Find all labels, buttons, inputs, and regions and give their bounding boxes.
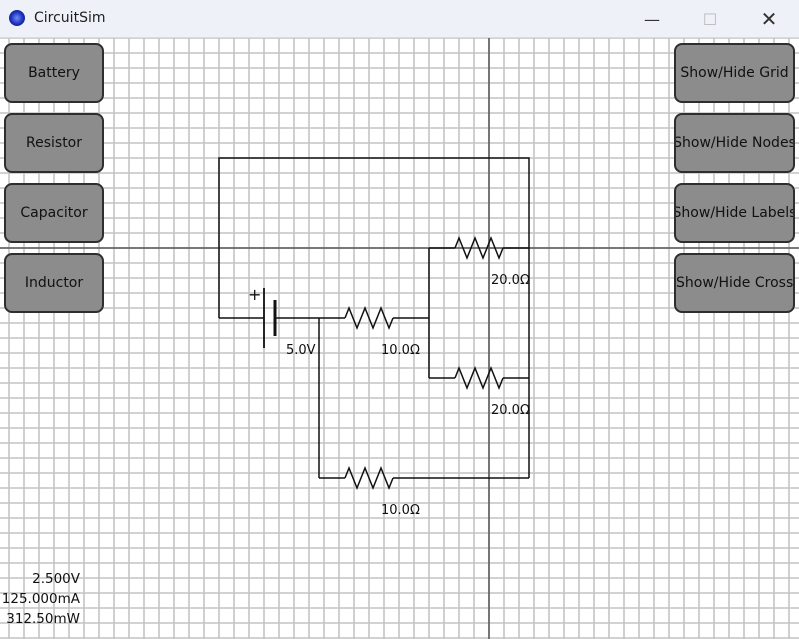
power-readout: 312.50mW — [6, 611, 80, 627]
inductor-button[interactable]: Inductor — [4, 253, 104, 313]
measurement-readouts: 2.500V 125.000mA 312.50mW — [0, 569, 80, 629]
app-icon — [9, 10, 25, 26]
resistor-r1[interactable] — [344, 305, 394, 331]
battery[interactable] — [263, 288, 277, 348]
battery-button[interactable]: Battery — [4, 43, 104, 103]
toggle-crosshair-button[interactable]: Show/Hide Crosshai — [674, 253, 795, 313]
toggle-nodes-button[interactable]: Show/Hide Nodes — [674, 113, 795, 173]
toggle-grid-button[interactable]: Show/Hide Grid — [674, 43, 795, 103]
resistor-r4-label: 10.0Ω — [381, 503, 420, 518]
toggle-labels-button[interactable]: Show/Hide Labels — [674, 183, 795, 243]
resistor-r3[interactable] — [454, 365, 504, 391]
battery-label: 5.0V — [286, 343, 316, 358]
window-title: CircuitSim — [34, 10, 106, 26]
resistor-r1-label: 10.0Ω — [381, 343, 420, 358]
wire-top-loop — [218, 157, 530, 318]
title-bar: CircuitSim — ☐ ✕ — [0, 0, 799, 38]
capacitor-button[interactable]: Capacitor — [4, 183, 104, 243]
resistor-button[interactable]: Resistor — [4, 113, 104, 173]
resistor-r3-label: 20.0Ω — [491, 403, 530, 418]
resistor-r4[interactable] — [344, 465, 394, 491]
close-icon[interactable]: ✕ — [760, 7, 778, 31]
resistor-r2-label: 20.0Ω — [491, 273, 530, 288]
crosshair — [0, 38, 799, 639]
resistor-r2[interactable] — [454, 235, 504, 261]
minimize-icon[interactable]: — — [644, 9, 660, 29]
voltage-readout: 2.500V — [32, 571, 80, 587]
battery-polarity: + — [248, 285, 261, 304]
wires — [218, 157, 530, 479]
maximize-icon[interactable]: ☐ — [702, 9, 718, 29]
current-readout: 125.000mA — [1, 591, 80, 607]
circuit-canvas[interactable]: + 5.0V 10.0Ω 20.0Ω 20.0Ω 10.0Ω — [0, 38, 799, 639]
